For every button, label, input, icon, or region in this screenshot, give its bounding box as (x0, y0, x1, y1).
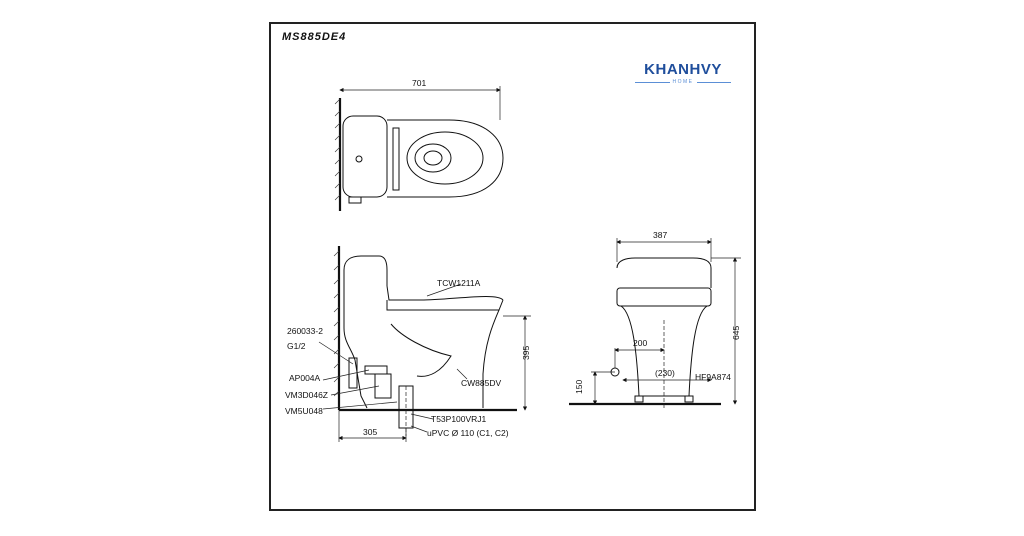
dim-front-width: 387 (653, 230, 667, 240)
front-seat (616, 287, 712, 307)
model-title: MS885DE4 (282, 31, 347, 43)
bowl-water (414, 143, 452, 173)
top-foot (348, 196, 362, 204)
fitting-vm3d (374, 373, 392, 399)
side-body-front (482, 309, 500, 408)
front-tank (616, 257, 712, 288)
part-bowl: CW885DV (461, 378, 501, 388)
front-foot-right (684, 395, 694, 403)
dim-outlet-offset: (230) (655, 368, 675, 378)
front-foot-left (634, 395, 644, 403)
drawing-frame: MS885DE4 KHANHVY HOME (269, 22, 756, 511)
seat-lid (386, 285, 504, 301)
part-supply-thread: G1/2 (287, 341, 306, 351)
side-wall-hatch (333, 250, 340, 397)
logo-wordmark: KHANHVY (644, 61, 722, 78)
dim-top-width: 701 (412, 78, 426, 88)
part-pipe: uPVC Ø 110 (C1, C2) (427, 428, 509, 438)
part-seat: TCW1211A (437, 278, 481, 288)
tank-top (342, 115, 388, 198)
brand-logo: KHANHVY HOME (635, 62, 731, 85)
side-body-back (343, 270, 368, 409)
bowl-trap (390, 323, 452, 377)
logo-tagline: HOME (635, 79, 731, 85)
logo-rule (635, 81, 670, 83)
top-wall-hatch (334, 98, 341, 201)
part-fitting2: VM5U048 (285, 406, 323, 416)
side-view: 395 305 TCW1211A 260033-2 G1/2 AP004A VM… (285, 246, 531, 442)
dim-seat-height: 395 (521, 346, 531, 360)
side-tank (343, 255, 388, 286)
seat-opening (406, 131, 484, 185)
seat-profile (386, 299, 504, 311)
flush-button (355, 155, 363, 163)
bowl-top (387, 119, 504, 198)
seat-hinge (392, 127, 400, 191)
dim-wall-offset: 305 (363, 427, 377, 437)
technical-drawing: 701 (285, 78, 741, 442)
dim-total-height: 645 (731, 326, 741, 340)
part-valve: AP004A (289, 373, 321, 383)
part-flange: T53P100VRJ1 (431, 414, 487, 424)
front-view: 387 200 (230) 645 150 (569, 230, 741, 408)
dim-inlet-height: 150 (574, 380, 584, 394)
logo-rule (696, 81, 731, 83)
part-hose: HF9A874 (695, 372, 731, 382)
part-supply: 260033-2 (287, 326, 323, 336)
bowl-drain (423, 150, 443, 166)
part-fitting1: VM3D046Z (285, 390, 328, 400)
logo-sub: HOME (672, 79, 694, 85)
supply-valve (348, 357, 358, 389)
top-view: 701 (334, 78, 504, 211)
dim-inlet-offset: 200 (633, 338, 647, 348)
